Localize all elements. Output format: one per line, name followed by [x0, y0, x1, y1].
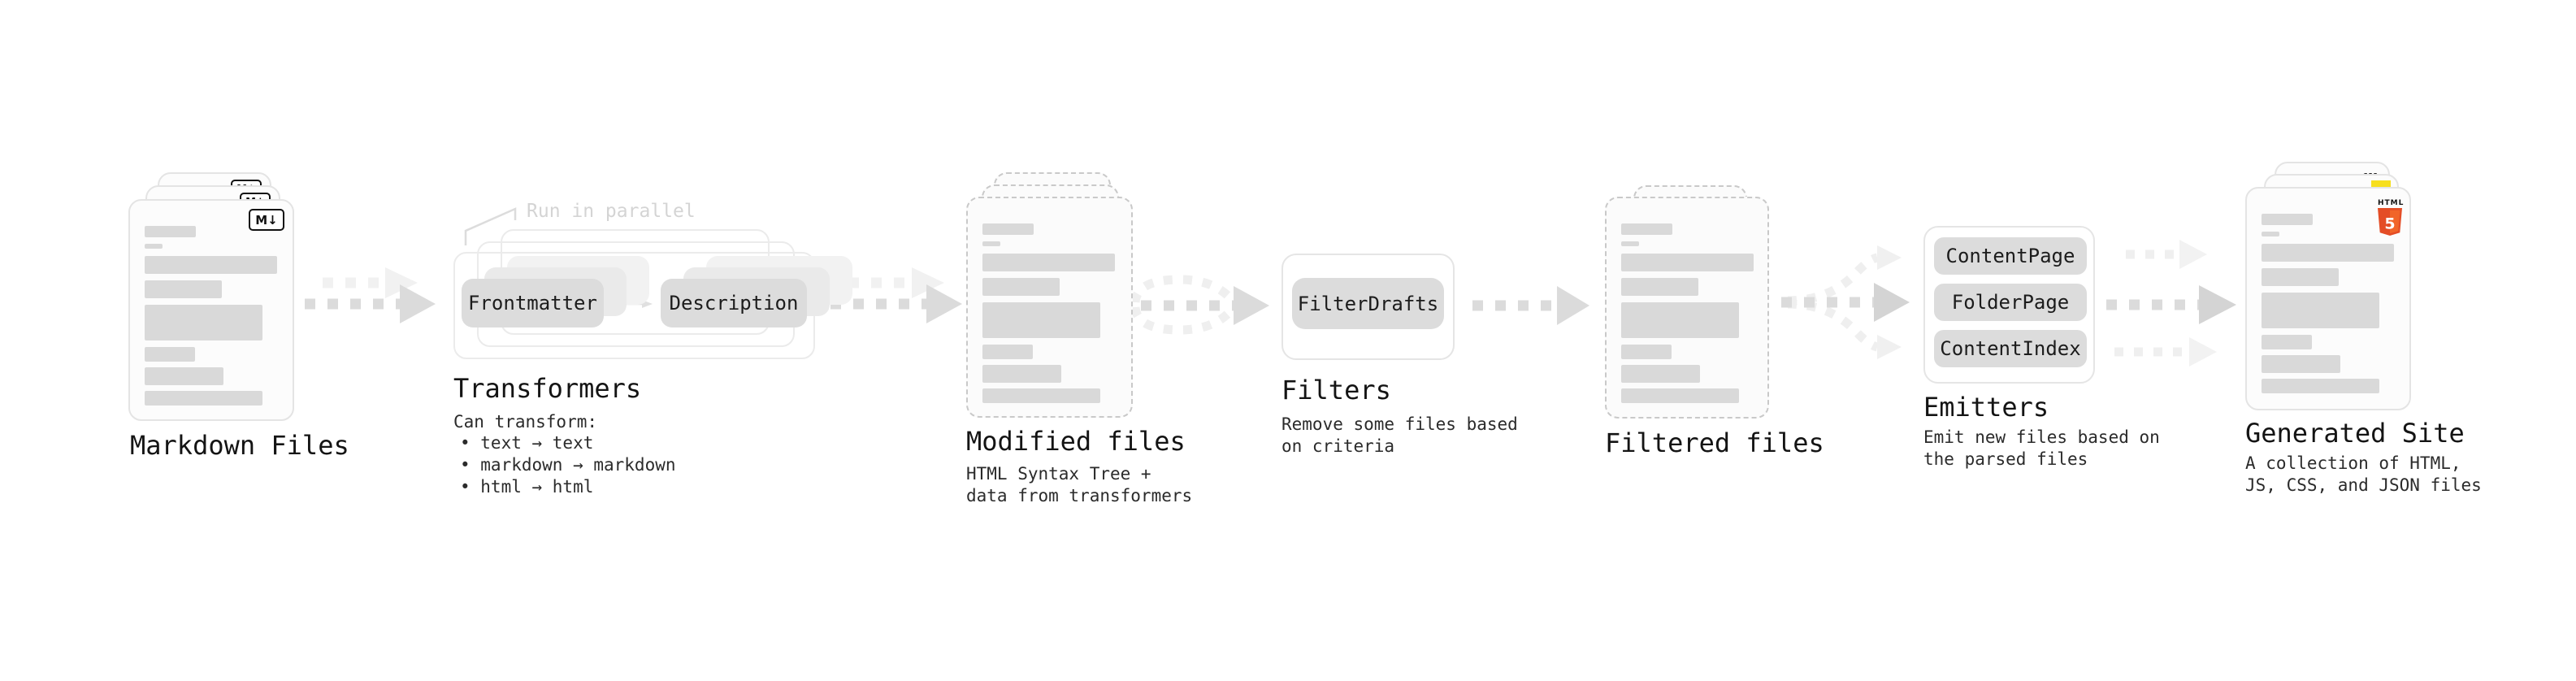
placeholder-bar [145, 367, 223, 385]
placeholder-bar [982, 345, 1033, 359]
placeholder-bar [982, 365, 1061, 383]
frontmatter-chip: Frontmatter [462, 279, 604, 327]
desc-line: data from transformers [966, 486, 1193, 505]
placeholder-bar [145, 226, 196, 237]
placeholder-bar [2262, 232, 2279, 236]
placeholder-bar [1621, 278, 1698, 296]
modified-file-card-front [966, 197, 1133, 418]
placeholder-bar [982, 278, 1060, 296]
placeholder-bar [2262, 268, 2339, 286]
arrow-modified-to-filters [1130, 275, 1269, 335]
modified-files-desc: HTML Syntax Tree + data from transformer… [966, 463, 1192, 507]
html5-icon-label: HTML [2378, 199, 2405, 207]
generated-file-card-front: HTML 5 [2245, 187, 2411, 410]
placeholder-bar [982, 241, 1000, 246]
stage-label-modified-files: Modified files [966, 426, 1186, 457]
transformers-desc-title: Can transform: [453, 412, 598, 432]
desc-line: HTML Syntax Tree + [966, 464, 1151, 484]
placeholder-bar [982, 223, 1034, 235]
placeholder-bar [145, 244, 163, 249]
placeholder-bar [2262, 293, 2379, 328]
placeholder-bar [982, 302, 1100, 338]
generated-site-desc: A collection of HTML, JS, CSS, and JSON … [2245, 453, 2482, 497]
placeholder-bar [145, 305, 262, 340]
bullet-item: • text → text [460, 433, 594, 453]
desc-line: A collection of HTML, [2245, 453, 2461, 473]
bullet-item: • html → html [460, 477, 594, 497]
markdown-icon: M↓ [249, 209, 284, 231]
placeholder-bar [145, 256, 277, 274]
placeholder-bar [1621, 254, 1754, 271]
note-callout-line [464, 207, 517, 245]
filterdrafts-chip: FilterDrafts [1292, 278, 1444, 329]
placeholder-bar [1621, 302, 1739, 338]
placeholder-bar [145, 280, 222, 298]
placeholder-bar [2262, 335, 2312, 349]
note-run-in-parallel: Run in parallel [527, 201, 696, 222]
desc-line: JS, CSS, and JSON files [2245, 475, 2482, 495]
filters-desc: Remove some files based on criteria [1281, 414, 1518, 458]
html5-number: 5 [2384, 215, 2395, 233]
placeholder-bar [1621, 388, 1739, 403]
placeholder-bar [982, 254, 1115, 271]
stage-label-emitters: Emitters [1923, 392, 2049, 423]
emitters-desc: Emit new files based on the parsed files [1923, 427, 2160, 471]
arrow-markdown-to-transformers [305, 267, 436, 323]
arrow-transformers-to-modified [830, 267, 962, 323]
placeholder-bar [1621, 223, 1672, 235]
placeholder-bar [2262, 244, 2394, 262]
contentindex-chip: ContentIndex [1934, 330, 2087, 367]
placeholder-bar [2262, 214, 2313, 225]
stage-label-generated-site: Generated Site [2245, 418, 2465, 449]
placeholder-bar [1621, 365, 1700, 383]
description-chip: Description [661, 279, 807, 327]
arrow-filters-to-filtered [1472, 286, 1589, 325]
html5-shield: 5 [2378, 208, 2402, 236]
placeholder-bar [2262, 379, 2379, 393]
placeholder-bar [145, 347, 195, 362]
bullet-item: • markdown → markdown [460, 455, 676, 475]
javascript-icon [2371, 180, 2391, 189]
filtered-file-card-front [1605, 197, 1769, 419]
html5-icon: HTML 5 [2378, 193, 2405, 239]
stage-label-markdown-files: Markdown Files [130, 430, 349, 461]
placeholder-bar [145, 391, 262, 406]
arrow-emitters-to-generated [2106, 240, 2236, 367]
placeholder-bar [1621, 345, 1672, 359]
arrow-filtered-to-emitters [1781, 245, 1910, 359]
desc-line: on criteria [1281, 436, 1395, 456]
desc-line: the parsed files [1923, 449, 2088, 469]
markdown-file-card-front: M↓ [128, 199, 294, 421]
transformers-bullet-list: • text → text • markdown → markdown • ht… [460, 432, 676, 498]
folderpage-chip: FolderPage [1934, 284, 2087, 321]
placeholder-bar [2262, 355, 2340, 373]
stage-label-filtered-files: Filtered files [1605, 427, 1824, 458]
stage-label-filters: Filters [1281, 375, 1391, 406]
stage-label-transformers: Transformers [453, 373, 642, 404]
placeholder-bar [1621, 241, 1639, 246]
desc-line: Emit new files based on [1923, 427, 2160, 447]
placeholder-bar [982, 388, 1100, 403]
desc-line: Remove some files based [1281, 414, 1518, 434]
contentpage-chip: ContentPage [1934, 237, 2087, 275]
